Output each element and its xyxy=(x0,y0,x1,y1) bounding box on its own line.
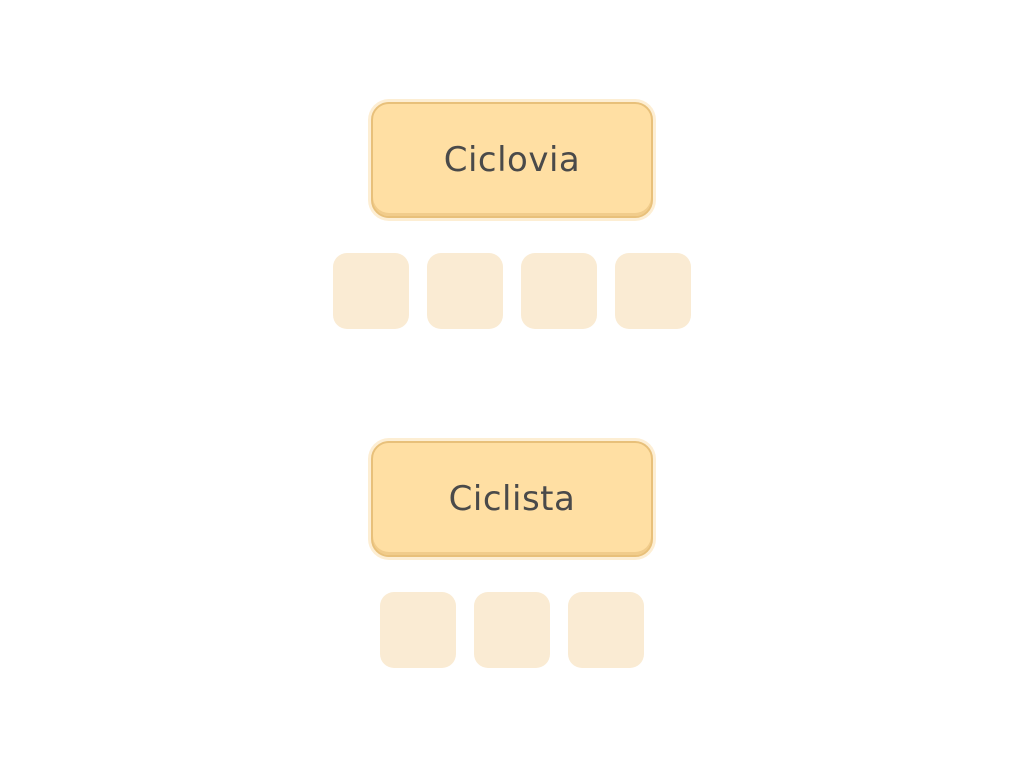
answer-slot[interactable] xyxy=(474,592,550,668)
word-card-ciclista[interactable]: Ciclista xyxy=(371,441,653,557)
answer-slots-row xyxy=(333,253,691,329)
answer-slot[interactable] xyxy=(380,592,456,668)
answer-slots-row xyxy=(380,592,644,668)
word-card-label: Ciclista xyxy=(448,479,576,519)
word-card-ciclovia[interactable]: Ciclovia xyxy=(371,102,653,218)
answer-slot[interactable] xyxy=(333,253,409,329)
answer-slot[interactable] xyxy=(568,592,644,668)
answer-slot[interactable] xyxy=(521,253,597,329)
word-card-label: Ciclovia xyxy=(443,140,581,180)
answer-slot[interactable] xyxy=(427,253,503,329)
answer-slot[interactable] xyxy=(615,253,691,329)
